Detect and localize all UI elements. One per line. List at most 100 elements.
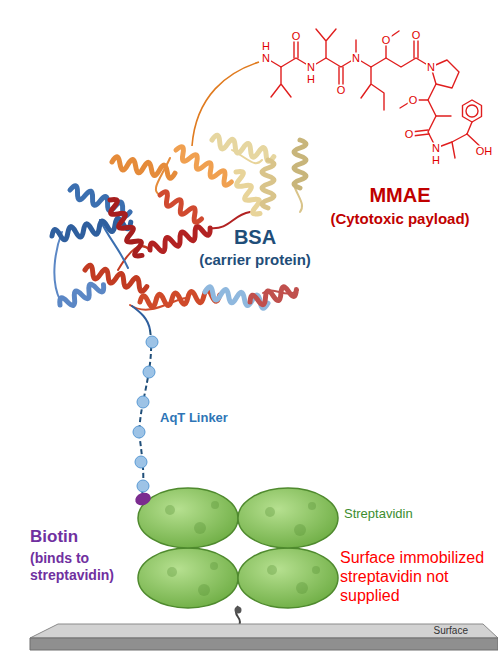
bsa-ribbon — [294, 140, 306, 188]
bsa-ribbon — [139, 289, 220, 308]
label-anchor: O — [404, 129, 415, 140]
lobe-texture — [312, 566, 320, 574]
slab-outline — [28, 622, 498, 654]
atom-label: O — [336, 85, 347, 96]
label-anchor: N — [431, 143, 441, 154]
aqt-linker — [135, 456, 147, 468]
biotin-label: Biotin — [30, 527, 78, 547]
atom-label: N — [426, 62, 436, 73]
stalk — [235, 607, 242, 614]
linker-label: AqT Linker — [160, 410, 228, 425]
bsa-ribbon — [262, 160, 274, 208]
bsa-ribbon — [248, 284, 297, 308]
biotin-note: (binds to streptavidin) — [30, 550, 140, 584]
bsa-loop — [295, 188, 302, 212]
aqt-linker — [137, 480, 149, 492]
label-anchor: Biotin — [30, 527, 78, 547]
mmae-structure — [466, 105, 478, 117]
bsa-ribbon — [51, 134, 306, 330]
atom-label: O — [381, 35, 392, 46]
streptavidin-tetramer — [238, 548, 338, 608]
label-anchor: (carrier protein) — [197, 251, 313, 268]
atom-label: H — [431, 155, 441, 166]
atom-label: H — [261, 41, 271, 52]
label-anchor: O — [411, 30, 422, 41]
surface-slab: Surface — [28, 622, 498, 654]
lobe-texture — [198, 584, 210, 596]
lobe-texture — [296, 582, 308, 594]
carrier-role: (carrier protein) — [197, 251, 313, 268]
aqt-linker — [133, 426, 145, 438]
atom-label: O — [408, 95, 419, 106]
label-anchor: H — [306, 74, 316, 85]
mmae-structure — [266, 29, 484, 158]
payload-role: (Cytotoxic payload) — [330, 210, 469, 227]
aqt-linker — [143, 366, 155, 378]
slab-front — [30, 638, 498, 650]
label-anchor: OH — [475, 146, 494, 157]
bsa-ribbon — [173, 145, 234, 187]
label-anchor: Surface immobilized streptavidin not sup… — [340, 548, 496, 605]
atom-label: N — [351, 53, 361, 64]
label-anchor: H — [431, 155, 441, 166]
aqt-linker — [137, 396, 149, 408]
mmae-structure — [436, 115, 451, 116]
label-anchor: (Cytotoxic payload) — [330, 210, 469, 227]
label-anchor: O — [408, 95, 419, 106]
atom-label: N — [261, 53, 271, 64]
label-anchor: N — [306, 62, 316, 73]
lobe-texture — [210, 562, 218, 570]
atom-label: H — [306, 74, 316, 85]
aqt-linker — [146, 336, 158, 348]
label-anchor: O — [336, 85, 347, 96]
aqt-linker — [139, 330, 151, 496]
bsa-ribbon — [157, 190, 205, 224]
bsa-ribbon — [111, 156, 176, 179]
lobe-texture — [165, 501, 320, 596]
label-anchor: N — [426, 62, 436, 73]
bsa-loop — [54, 150, 302, 330]
label-anchor: AqT Linker — [160, 410, 228, 425]
lobe-texture — [267, 565, 277, 575]
mmae-structure — [463, 100, 482, 122]
mmae-structure — [271, 67, 291, 97]
streptavidin-tetramer — [238, 488, 338, 548]
supply-note: Surface immobilized streptavidin not sup… — [340, 548, 496, 605]
aqt-linker — [133, 330, 158, 496]
bsa-ribbon — [210, 134, 275, 162]
atom-label: O — [411, 30, 422, 41]
label-anchor: BSA — [232, 226, 278, 249]
payload-tether — [192, 62, 259, 146]
bsa-loop — [54, 232, 62, 300]
mmae-structure — [467, 122, 472, 134]
label-anchor: N — [351, 53, 361, 64]
bsa-ribbon — [105, 197, 147, 258]
label-anchor: Streptavidin — [344, 506, 413, 521]
label-anchor: O — [291, 31, 302, 42]
lobe-texture — [294, 524, 306, 536]
mmae-structure — [452, 142, 455, 158]
bsa-loop — [132, 306, 150, 330]
lobe-texture — [265, 507, 275, 517]
lobe-texture — [194, 522, 206, 534]
mmae-structure — [361, 67, 384, 110]
label-anchor: H — [261, 41, 271, 52]
label-anchor: O — [381, 35, 392, 46]
streptavidin-tetramer — [138, 548, 238, 608]
lobe-texture — [167, 567, 177, 577]
lobe-texture — [308, 502, 316, 510]
label-anchor: MMAE — [369, 184, 430, 207]
mmae-structure — [316, 29, 336, 58]
atom-label: OH — [475, 146, 494, 157]
label-anchor: (binds to streptavidin) — [30, 550, 140, 584]
label-anchor: N — [261, 53, 271, 64]
carrier-name: BSA — [232, 226, 278, 249]
biotin-blob — [133, 491, 152, 508]
streptavidin-label: Streptavidin — [344, 506, 413, 521]
atom-label: N — [306, 62, 316, 73]
lobe-texture — [165, 505, 175, 515]
lobe-texture — [211, 501, 219, 509]
bsa-ribbon — [231, 169, 265, 217]
mmae-structure — [428, 84, 467, 148]
